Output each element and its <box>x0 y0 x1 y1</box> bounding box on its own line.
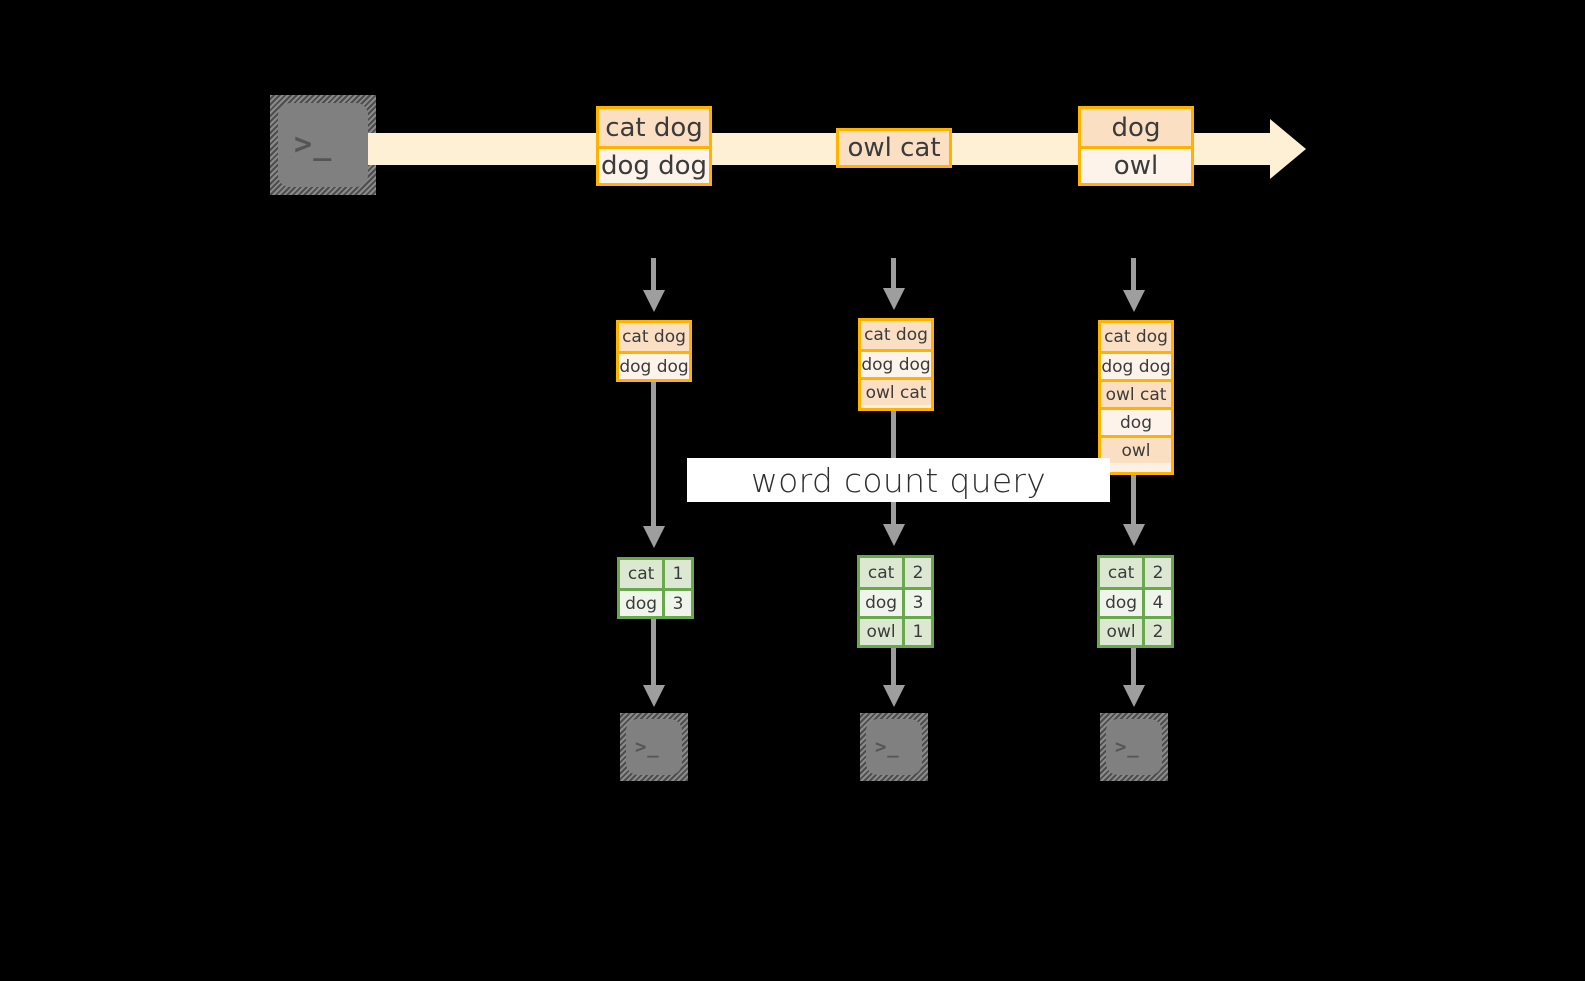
input-row: cat dog <box>1101 323 1171 351</box>
input-row: dog <box>1101 407 1171 435</box>
accumulated-input-table: cat dog dog dog <box>616 320 692 382</box>
result-word: owl <box>860 619 903 645</box>
terminal-prompt-glyph: >_ <box>635 735 660 758</box>
stream-arrowhead <box>1270 119 1306 179</box>
stream-message: dog owl <box>1078 106 1194 186</box>
sink-connector-arrowhead <box>643 685 665 707</box>
stream-tap-arrowhead <box>883 288 905 310</box>
result-count: 4 <box>1142 590 1171 616</box>
result-count: 3 <box>662 591 691 616</box>
input-row: cat dog <box>619 323 689 351</box>
result-word: owl <box>1100 619 1143 645</box>
input-row: dog dog <box>1101 351 1171 379</box>
stream-message-line: cat dog <box>599 109 709 146</box>
sink-terminal-icon: >_ <box>1100 713 1168 781</box>
result-row: cat 2 <box>1100 558 1171 587</box>
stream-message-line: dog <box>1081 109 1191 146</box>
result-word: dog <box>1100 590 1143 616</box>
result-table: cat 2 dog 3 owl 1 <box>857 555 934 648</box>
query-connector-arrowhead <box>643 526 665 548</box>
stream-tap-arrowhead <box>643 290 665 312</box>
result-count: 2 <box>902 558 931 587</box>
result-table: cat 1 dog 3 <box>617 557 694 619</box>
stream-message-line: owl <box>1081 146 1191 183</box>
terminal-prompt-glyph: >_ <box>875 735 900 758</box>
result-count: 2 <box>1142 558 1171 587</box>
result-word: cat <box>1100 558 1143 587</box>
stream-message: owl cat <box>836 128 952 168</box>
input-row: owl cat <box>1101 379 1171 407</box>
stream-message-line: dog dog <box>599 146 709 183</box>
result-word: cat <box>860 558 903 587</box>
query-label-band: word count query <box>687 458 1110 502</box>
input-row: owl <box>1101 435 1171 463</box>
sink-connector-arrowhead <box>1123 685 1145 707</box>
stream-tap-connector <box>1131 258 1136 292</box>
query-label: word count query <box>750 460 1047 500</box>
terminal-prompt-glyph: >_ <box>1115 735 1140 758</box>
stream-tap-connector <box>891 258 896 290</box>
result-count: 1 <box>662 560 691 588</box>
query-connector <box>1131 475 1136 526</box>
result-count: 2 <box>1142 619 1171 645</box>
result-table: cat 2 dog 4 owl 2 <box>1097 555 1174 648</box>
result-count: 3 <box>902 590 931 616</box>
accumulated-input-table: cat dog dog dog owl cat <box>858 318 934 411</box>
result-row: dog 4 <box>1100 587 1171 616</box>
input-row: dog dog <box>619 351 689 379</box>
source-terminal-icon: >_ <box>270 95 376 195</box>
accumulated-input-table: cat dog dog dog owl cat dog owl <box>1098 320 1174 475</box>
terminal-prompt-glyph: >_ <box>294 127 333 162</box>
result-word: dog <box>620 591 663 616</box>
query-connector-arrowhead <box>1123 524 1145 546</box>
result-row: cat 2 <box>860 558 931 587</box>
stream-message: cat dog dog dog <box>596 106 712 186</box>
query-connector <box>651 382 656 528</box>
result-row: dog 3 <box>620 588 691 616</box>
input-row: cat dog <box>861 321 931 349</box>
sink-connector-arrowhead <box>883 685 905 707</box>
sink-connector <box>1131 648 1136 687</box>
sink-connector <box>651 619 656 687</box>
result-count: 1 <box>902 619 931 645</box>
stream-message-line: owl cat <box>839 131 949 165</box>
sink-terminal-icon: >_ <box>860 713 928 781</box>
result-row: dog 3 <box>860 587 931 616</box>
result-row: owl 1 <box>860 616 931 645</box>
stream-tap-connector <box>651 258 656 292</box>
sink-terminal-icon: >_ <box>620 713 688 781</box>
result-row: owl 2 <box>1100 616 1171 645</box>
result-word: cat <box>620 560 663 588</box>
input-row: dog dog <box>861 349 931 377</box>
stream-tap-arrowhead <box>1123 290 1145 312</box>
result-row: cat 1 <box>620 560 691 588</box>
input-row: owl cat <box>861 377 931 405</box>
query-connector-arrowhead <box>883 524 905 546</box>
sink-connector <box>891 648 896 687</box>
result-word: dog <box>860 590 903 616</box>
